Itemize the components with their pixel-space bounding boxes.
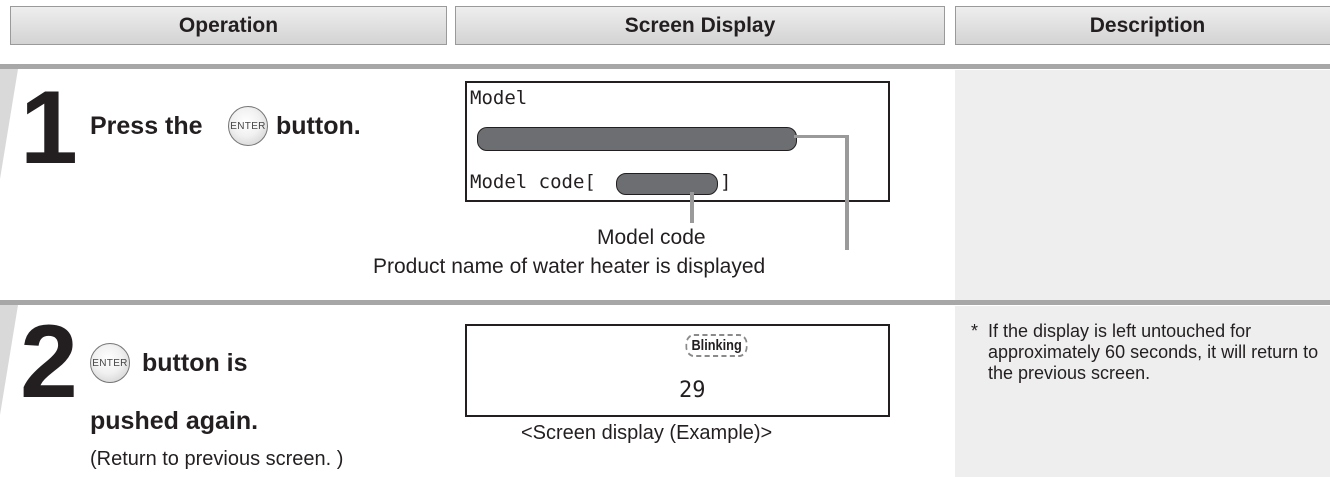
caption-screen-example: <Screen display (Example)>	[521, 422, 773, 444]
model-code-field	[616, 173, 718, 195]
leader-product-horizontal	[794, 135, 848, 138]
caption-product-name: Product name of water heater is displaye…	[373, 255, 766, 278]
header-description: Description	[955, 6, 1330, 45]
step-2-text-line-2: pushed again.	[90, 407, 259, 435]
note-star: *	[971, 321, 979, 341]
leader-product-vertical	[845, 135, 849, 250]
screen-line-model: Model	[470, 87, 528, 109]
header-screen-display: Screen Display	[455, 6, 945, 45]
step-2-subtext: (Return to previous screen. )	[90, 448, 344, 470]
enter-button-icon: ENTER	[90, 343, 130, 383]
step-1-text-after: button.	[276, 112, 361, 140]
enter-button-icon: ENTER	[228, 106, 268, 146]
step-1-top-rule	[0, 64, 1330, 69]
description-cell-step-2	[955, 306, 1330, 477]
step-1-text-before: Press the	[90, 112, 203, 140]
step-2-top-rule	[0, 300, 1330, 305]
step-2-screen: Blinking 29	[465, 324, 890, 417]
screen-line-model-code-end: ]	[720, 171, 732, 193]
description-cell-step-1	[955, 70, 1330, 300]
screen-line-model-code: Model code[	[470, 171, 596, 193]
step-2-text-line-1: button is	[142, 349, 248, 377]
screen-value: 29	[679, 378, 706, 403]
caption-model-code: Model code	[597, 226, 706, 249]
step-2-wedge	[0, 305, 18, 415]
blinking-indicator: Blinking	[685, 334, 748, 357]
enter-button-label: ENTER	[92, 357, 128, 369]
leader-model-code	[690, 192, 694, 223]
description-note: If the display is left untouched for app…	[988, 321, 1319, 383]
step-1-number: 1	[20, 70, 78, 186]
step-1-screen: Model Model code[ ]	[465, 81, 890, 202]
product-name-field	[477, 127, 797, 151]
header-operation: Operation	[10, 6, 447, 45]
enter-button-label: ENTER	[230, 120, 266, 132]
step-2-number: 2	[20, 304, 78, 420]
step-1-wedge	[0, 69, 18, 179]
